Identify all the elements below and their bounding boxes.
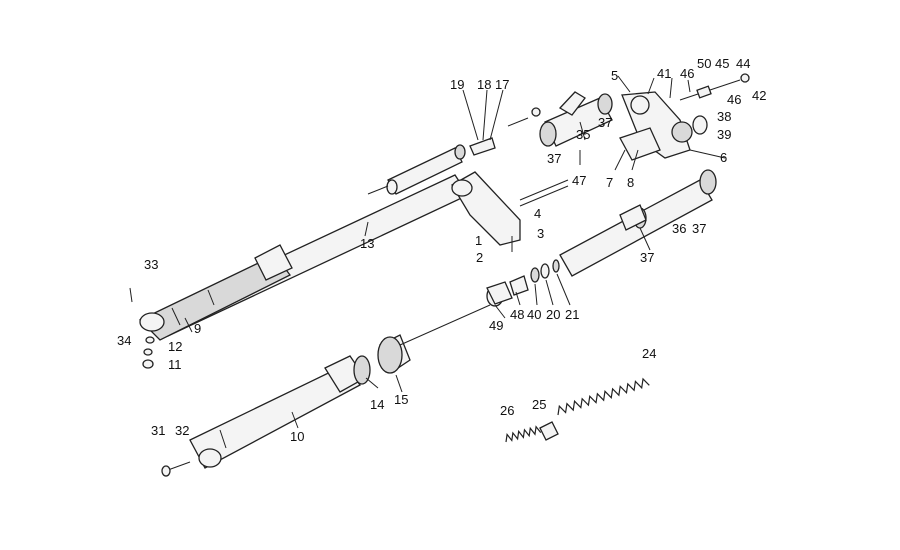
spring-24 bbox=[557, 377, 650, 416]
fork-leg-10 bbox=[189, 355, 366, 469]
label-11: 11 bbox=[168, 357, 182, 372]
label-17: 17 bbox=[495, 77, 509, 92]
label-37-c: 37 bbox=[692, 221, 706, 236]
label-33: 33 bbox=[144, 257, 158, 272]
label-19: 19 bbox=[450, 77, 464, 92]
washer-34 bbox=[145, 336, 155, 344]
upper-tube-35 bbox=[539, 91, 613, 147]
spacer-group bbox=[486, 259, 560, 307]
leader-lines bbox=[184, 75, 726, 429]
label-3: 3 bbox=[537, 226, 544, 241]
label-9: 9 bbox=[194, 321, 201, 336]
upper-yoke bbox=[451, 171, 569, 252]
fork-tube-36 bbox=[559, 169, 717, 277]
label-13: 13 bbox=[360, 236, 374, 251]
label-38: 38 bbox=[717, 109, 731, 124]
label-49: 49 bbox=[489, 318, 503, 333]
label-6: 6 bbox=[720, 150, 727, 165]
spacer-25 bbox=[539, 421, 559, 441]
label-20: 20 bbox=[546, 307, 560, 322]
label-18: 18 bbox=[477, 77, 491, 92]
label-37-d: 37 bbox=[640, 250, 654, 265]
triple-clamp bbox=[619, 73, 750, 161]
label-42: 42 bbox=[752, 88, 766, 103]
label-37-b: 37 bbox=[547, 151, 561, 166]
label-45: 45 bbox=[715, 56, 729, 71]
bolt-31 bbox=[161, 461, 191, 477]
label-46-a: 46 bbox=[680, 66, 694, 81]
label-36: 36 bbox=[672, 221, 686, 236]
label-31: 31 bbox=[151, 423, 165, 438]
label-7: 7 bbox=[606, 175, 613, 190]
label-46-b: 46 bbox=[727, 92, 741, 107]
bolt-11-12 bbox=[142, 348, 154, 369]
label-34: 34 bbox=[117, 333, 131, 348]
label-1: 1 bbox=[475, 233, 482, 248]
label-35: 35 bbox=[576, 127, 590, 142]
label-25: 25 bbox=[532, 397, 546, 412]
label-39: 39 bbox=[717, 127, 731, 142]
label-21: 21 bbox=[565, 307, 579, 322]
fork-tube-13 bbox=[138, 174, 469, 341]
spring-26 bbox=[505, 425, 542, 443]
damper-rod-assembly bbox=[367, 107, 541, 195]
bolt-33 bbox=[129, 287, 133, 303]
label-8: 8 bbox=[627, 175, 634, 190]
label-4: 4 bbox=[534, 206, 541, 221]
label-47: 47 bbox=[572, 173, 586, 188]
dust-cover-15 bbox=[377, 334, 411, 374]
label-32: 32 bbox=[175, 423, 189, 438]
label-37-a: 37 bbox=[598, 115, 612, 130]
label-44: 44 bbox=[736, 56, 750, 71]
label-41: 41 bbox=[657, 66, 671, 81]
label-26: 26 bbox=[500, 403, 514, 418]
label-10: 10 bbox=[290, 429, 304, 444]
label-48: 48 bbox=[510, 307, 524, 322]
label-2: 2 bbox=[476, 250, 483, 265]
label-5: 5 bbox=[611, 68, 618, 83]
label-14: 14 bbox=[370, 397, 384, 412]
label-40: 40 bbox=[527, 307, 541, 322]
seal-14 bbox=[353, 355, 371, 385]
label-24: 24 bbox=[642, 346, 656, 361]
label-15: 15 bbox=[394, 392, 408, 407]
label-12: 12 bbox=[168, 339, 182, 354]
label-50: 50 bbox=[697, 56, 711, 71]
